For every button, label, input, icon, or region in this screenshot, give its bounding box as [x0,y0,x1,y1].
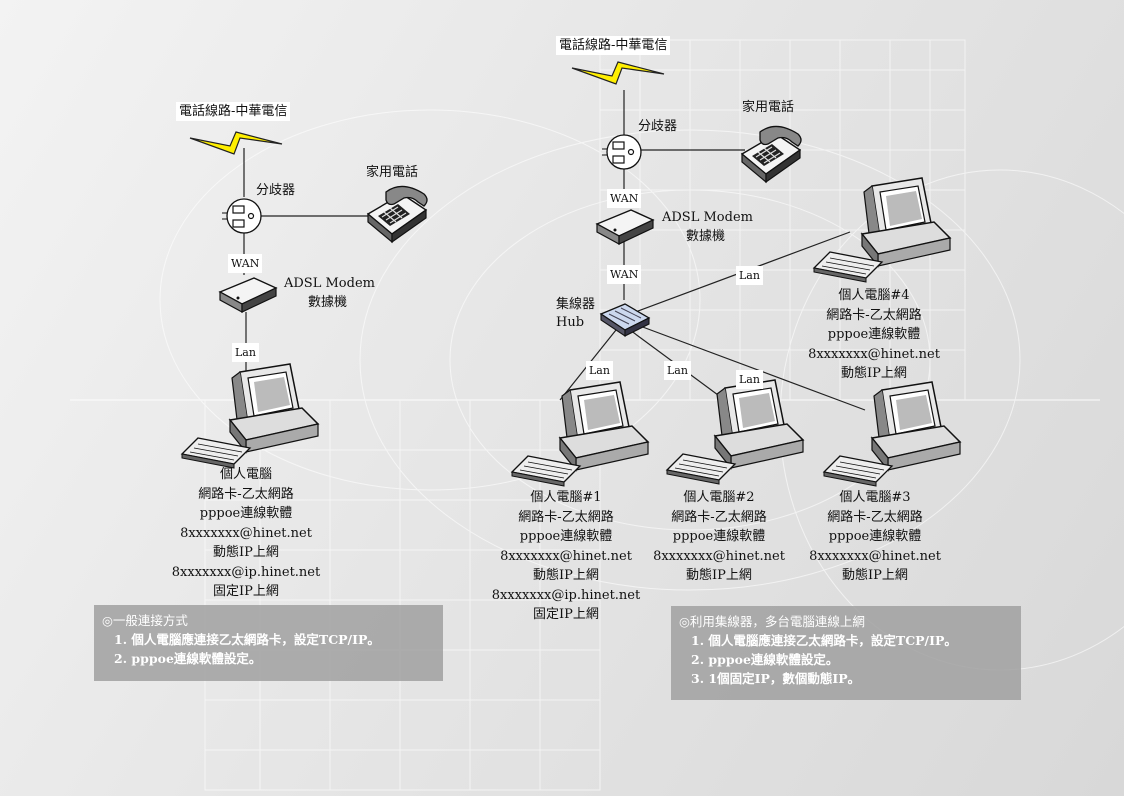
right-phone-icon [741,125,802,183]
pc1-line: 固定IP上網 [533,607,599,622]
left-modem-icon [219,277,277,313]
left-note-title: ◎一般連接方式 [102,613,188,628]
left-modem-label: ADSL Modem [284,276,375,291]
left-wan-label: WAN [228,254,263,273]
left-pc-line: 8xxxxxxx@ip.hinet.net [171,564,321,580]
left-phone-icon [367,185,428,243]
right-phone-label: 家用電話 [742,100,795,115]
left-lan-label: Lan [232,343,259,362]
left-note-box: ◎一般連接方式 1. 個人電腦應連接乙太網路卡，設定TCP/IP。 2. ppp… [94,605,443,681]
left-note-item: 2. pppoe連線軟體設定。 [114,651,262,666]
pc1-line: 動態IP上網 [533,568,599,583]
pc1-icon [511,381,649,487]
right-note-item: 1. 個人電腦應連接乙太網路卡，設定TCP/IP。 [691,633,957,648]
left-phone-line-bolt-icon [189,131,283,155]
pc1-line: pppoe連線軟體 [519,529,613,544]
hub-label2: Hub [556,315,585,330]
right-note-item: 2. pppoe連線軟體設定。 [691,652,839,667]
left-pc-line: 網路卡-乙太網路 [198,486,294,502]
right-note-item: 3. 1個固定IP，數個動態IP。 [691,671,861,686]
pc2-line: 8xxxxxxx@hinet.net [653,548,785,564]
right-modem-icon [596,209,654,245]
pc3-icon [823,381,961,487]
pc4-line: 個人電腦#4 [838,288,910,303]
pc3-line: 8xxxxxxx@hinet.net [809,548,941,564]
pc4-line: 動態IP上網 [841,366,907,381]
pc2-line: pppoe連線軟體 [672,529,766,544]
pc2-text: 個人電腦#2 網路卡-乙太網路 pppoe連線軟體 8xxxxxxx@hinet… [629,488,809,586]
right-wan-label: WAN [607,189,642,208]
left-pc-line: pppoe連線軟體 [199,506,293,521]
pc4-line: 網路卡-乙太網路 [826,307,922,323]
pc1-line: 8xxxxxxx@ip.hinet.net [491,587,641,603]
right-modem-label: ADSL Modem [662,210,753,225]
lan-label-pc2: Lan [664,361,691,380]
right-splitter-icon [601,134,642,170]
left-splitter-icon [221,198,262,234]
left-splitter-label: 分歧器 [256,183,296,198]
pc1-line: 個人電腦#1 [530,490,602,505]
pc3-text: 個人電腦#3 網路卡-乙太網路 pppoe連線軟體 8xxxxxxx@hinet… [785,488,965,586]
right-phone-line-bolt-icon [571,61,665,85]
pc3-line: pppoe連線軟體 [828,529,922,544]
pc2-icon [666,379,804,485]
right-modem-label2: 數據機 [686,229,726,244]
left-pc-line: 動態IP上網 [213,545,279,560]
left-pc-line: 8xxxxxxx@hinet.net [180,525,312,541]
pc1-line: 8xxxxxxx@hinet.net [500,548,632,564]
hub-icon [600,303,650,337]
pc4-line: 8xxxxxxx@hinet.net [808,346,940,362]
right-line-label: 電話線路-中華電信 [556,36,671,55]
pc2-line: 動態IP上網 [686,568,752,583]
lan-label-pc4: Lan [736,266,763,285]
right-note-box: ◎利用集線器，多台電腦連線上網 1. 個人電腦應連接乙太網路卡，設定TCP/IP… [671,606,1021,700]
pc2-line: 網路卡-乙太網路 [671,509,767,525]
pc3-line: 網路卡-乙太網路 [827,509,923,525]
pc2-line: 個人電腦#2 [683,490,755,505]
pc1-text: 個人電腦#1 網路卡-乙太網路 pppoe連線軟體 8xxxxxxx@hinet… [476,488,656,625]
pc3-line: 個人電腦#3 [839,490,911,505]
left-line-label: 電話線路-中華電信 [176,102,291,121]
pc4-line: pppoe連線軟體 [827,327,921,342]
lan-label-pc3: Lan [736,370,763,389]
hub-label: 集線器 [556,297,596,312]
left-modem-label2: 數據機 [308,295,348,310]
left-pc-text: 個人電腦 網路卡-乙太網路 pppoe連線軟體 8xxxxxxx@hinet.n… [156,465,336,602]
left-phone-label: 家用電話 [366,165,419,180]
left-pc-line: 固定IP上網 [213,584,279,599]
left-note-item: 1. 個人電腦應連接乙太網路卡，設定TCP/IP。 [114,632,380,647]
lan-label-pc1: Lan [586,361,613,380]
pc4-text: 個人電腦#4 網路卡-乙太網路 pppoe連線軟體 8xxxxxxx@hinet… [784,286,964,384]
left-pc-icon [181,363,319,469]
pc1-line: 網路卡-乙太網路 [518,509,614,525]
right-wan-label2: WAN [607,265,642,284]
pc3-line: 動態IP上網 [842,568,908,583]
left-pc-line: 個人電腦 [219,467,272,482]
right-note-title: ◎利用集線器，多台電腦連線上網 [679,614,865,629]
right-splitter-label: 分歧器 [638,119,678,134]
